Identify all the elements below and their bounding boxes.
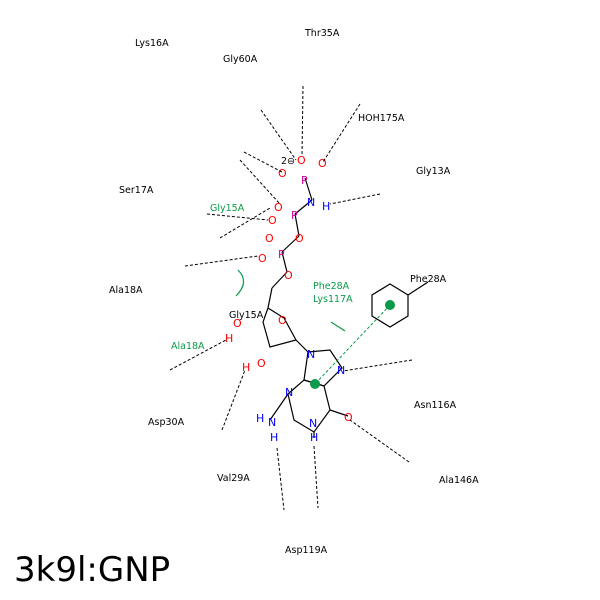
page-title: 3k9l:GNP bbox=[14, 550, 171, 590]
svg-text:P: P bbox=[301, 174, 308, 187]
residue-label: Val29A bbox=[217, 473, 250, 484]
svg-text:N: N bbox=[307, 196, 315, 209]
svg-text:H: H bbox=[310, 431, 318, 444]
residue-label: Asn116A bbox=[414, 400, 457, 411]
svg-text:O: O bbox=[265, 232, 274, 245]
svg-text:O: O bbox=[258, 252, 267, 265]
svg-text:O: O bbox=[295, 232, 304, 245]
svg-text:O: O bbox=[274, 201, 283, 214]
residue-label: Phe28A bbox=[410, 274, 447, 285]
residue-label: Thr35A bbox=[304, 28, 340, 39]
ligand-gnp bbox=[262, 177, 349, 438]
hydrophobic-label: Phe28A bbox=[313, 281, 350, 292]
svg-text:O: O bbox=[233, 317, 242, 330]
residue-label: Asp119A bbox=[285, 545, 328, 556]
svg-text:P: P bbox=[278, 248, 285, 261]
svg-text:H: H bbox=[242, 361, 250, 374]
svg-text:O: O bbox=[257, 357, 266, 370]
charge-label: 2⊖ bbox=[281, 156, 295, 167]
residue-label: Lys16A bbox=[135, 38, 169, 49]
residue-label: Gly60A bbox=[223, 54, 258, 65]
svg-text:P: P bbox=[291, 209, 298, 222]
hydrophobic-arc bbox=[330, 321, 346, 332]
hydrophobic-label: Gly15A bbox=[210, 203, 245, 214]
svg-text:N: N bbox=[309, 417, 317, 430]
pi-stacking bbox=[314, 304, 391, 385]
svg-text:O: O bbox=[318, 157, 327, 170]
svg-text:O: O bbox=[284, 269, 293, 282]
hydrophobic-label: Ala18A bbox=[171, 341, 205, 352]
svg-text:N: N bbox=[268, 416, 276, 429]
svg-text:O: O bbox=[297, 154, 306, 167]
svg-text:N: N bbox=[337, 364, 345, 377]
hydrogen-bonds bbox=[169, 85, 413, 511]
ring-centroid bbox=[310, 379, 320, 389]
residue-label: Ala18A bbox=[109, 285, 143, 296]
svg-text:N: N bbox=[285, 386, 293, 399]
residue-label: Ser17A bbox=[119, 185, 154, 196]
svg-text:H: H bbox=[256, 412, 264, 425]
residue-label: HOH175A bbox=[358, 113, 405, 124]
residue-label: Gly13A bbox=[416, 166, 451, 177]
residue-label: Asp30A bbox=[148, 417, 185, 428]
svg-text:O: O bbox=[278, 314, 287, 327]
ring-centroid bbox=[385, 300, 395, 310]
ligand-atoms: P P P N H O O O O O O O O O O O H O H N … bbox=[225, 154, 353, 444]
svg-text:O: O bbox=[278, 167, 287, 180]
residue-label: Gly15A bbox=[229, 310, 264, 321]
residue-label: Ala146A bbox=[439, 475, 479, 486]
svg-text:H: H bbox=[225, 332, 233, 345]
svg-text:H: H bbox=[270, 431, 278, 444]
hydrophobic-arc bbox=[235, 269, 245, 297]
svg-text:O: O bbox=[344, 411, 353, 424]
svg-text:H: H bbox=[322, 200, 330, 213]
hydrophobic-label: Lys117A bbox=[313, 294, 353, 305]
svg-text:O: O bbox=[268, 214, 277, 227]
svg-text:N: N bbox=[307, 348, 315, 361]
